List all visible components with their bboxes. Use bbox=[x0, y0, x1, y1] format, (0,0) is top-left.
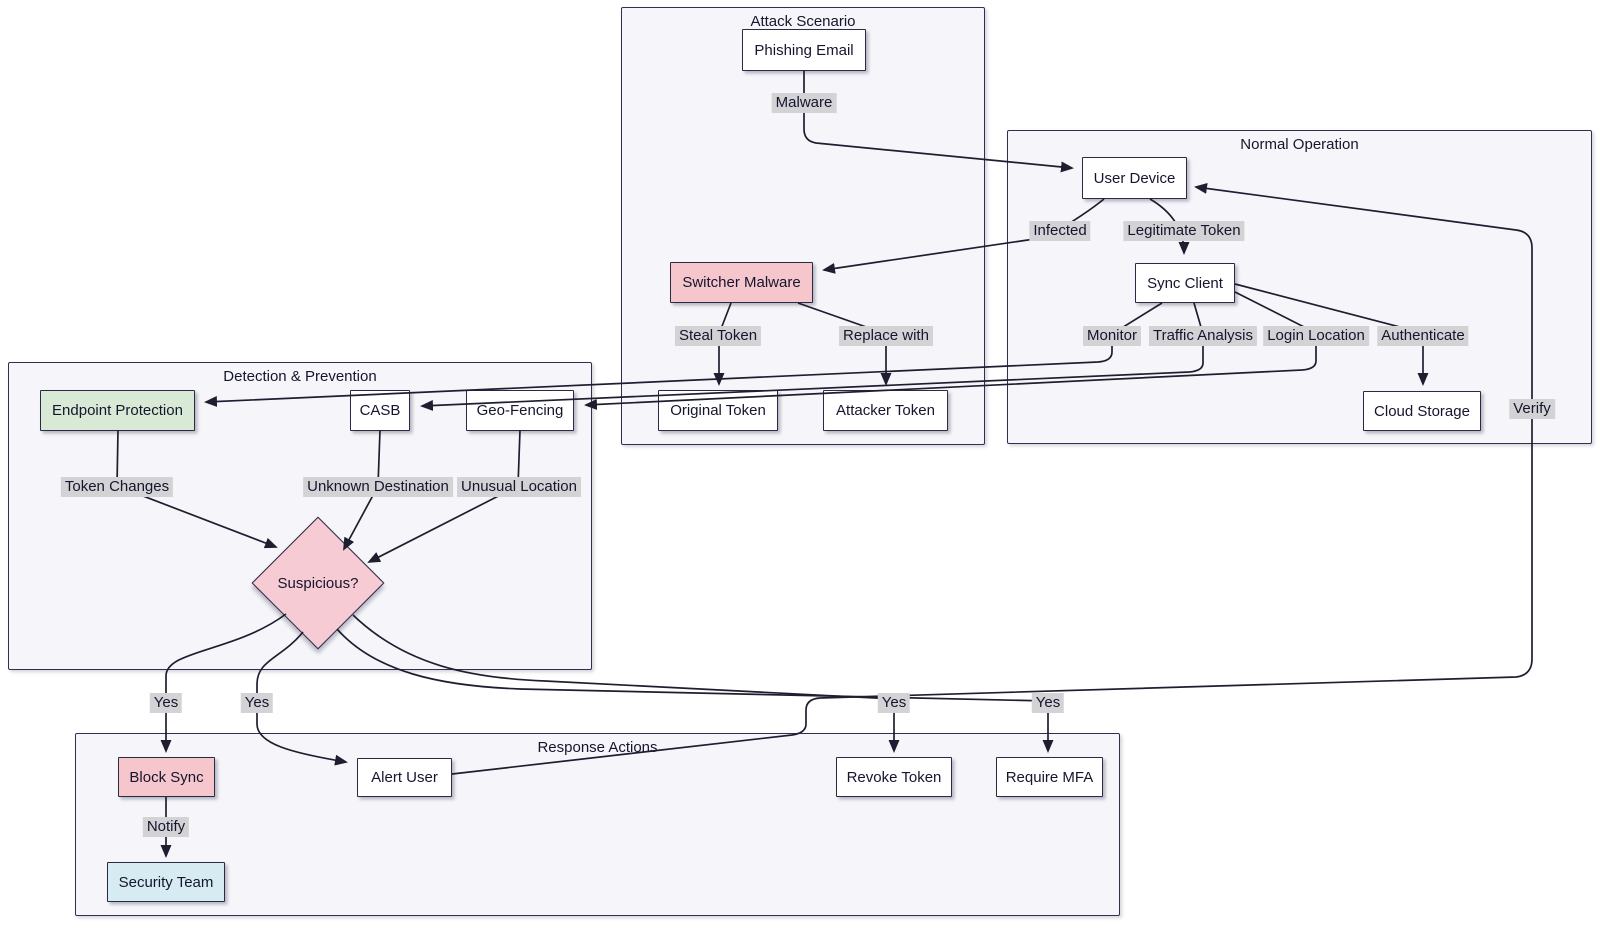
edge-label-monitor: Monitor bbox=[1082, 326, 1142, 346]
node-alert-user: Alert User bbox=[357, 758, 452, 797]
decision-label: Suspicious? bbox=[277, 574, 359, 592]
node-geo-fencing: Geo-Fencing bbox=[466, 390, 574, 431]
node-endpoint-protection: Endpoint Protection bbox=[40, 390, 195, 431]
subgraph-title-normal-operation: Normal Operation bbox=[1240, 136, 1359, 153]
node-original-token: Original Token bbox=[658, 390, 778, 431]
edge-label-yes-require-mfa: Yes bbox=[1031, 693, 1065, 713]
edge-label-yes-block-sync: Yes bbox=[149, 693, 183, 713]
edge-label-token-changes: Token Changes bbox=[60, 477, 174, 497]
edge-label-login-location: Login Location bbox=[1263, 326, 1369, 346]
edge-label-unknown-destination: Unknown Destination bbox=[303, 477, 453, 497]
edge-label-replace-with: Replace with bbox=[839, 326, 933, 346]
edge-label-legitimate-token: Legitimate Token bbox=[1123, 221, 1245, 241]
edge-label-yes-alert-user: Yes bbox=[240, 693, 274, 713]
node-user-device: User Device bbox=[1082, 157, 1187, 199]
subgraph-title-response-actions: Response Actions bbox=[537, 739, 658, 756]
subgraph-response-actions: Response Actions bbox=[75, 733, 1120, 916]
edge-label-steal-token: Steal Token bbox=[674, 326, 762, 346]
node-revoke-token: Revoke Token bbox=[836, 757, 952, 797]
node-switcher-malware: Switcher Malware bbox=[670, 262, 813, 303]
edge-label-notify: Notify bbox=[142, 817, 190, 837]
node-suspicious-decision: Suspicious? bbox=[251, 516, 385, 650]
edge-label-authenticate: Authenticate bbox=[1377, 326, 1469, 346]
node-sync-client: Sync Client bbox=[1135, 263, 1235, 303]
edge-label-unusual-location: Unusual Location bbox=[457, 477, 581, 497]
edge-label-yes-revoke-token: Yes bbox=[877, 693, 911, 713]
node-block-sync: Block Sync bbox=[118, 757, 215, 797]
node-require-mfa: Require MFA bbox=[996, 757, 1103, 797]
node-security-team: Security Team bbox=[107, 862, 225, 902]
node-phishing-email: Phishing Email bbox=[742, 29, 866, 71]
node-casb: CASB bbox=[350, 390, 410, 431]
subgraph-title-detection-prevention: Detection & Prevention bbox=[223, 368, 377, 385]
subgraph-attack-scenario: Attack Scenario bbox=[621, 7, 985, 445]
edge-label-traffic-analysis: Traffic Analysis bbox=[1148, 326, 1258, 346]
subgraph-title-attack-scenario: Attack Scenario bbox=[750, 13, 856, 30]
edge-label-malware: Malware bbox=[771, 93, 837, 113]
node-cloud-storage: Cloud Storage bbox=[1363, 391, 1481, 431]
node-attacker-token: Attacker Token bbox=[823, 390, 948, 431]
edge-label-infected: Infected bbox=[1029, 221, 1091, 241]
edge-label-verify: Verify bbox=[1509, 399, 1555, 419]
